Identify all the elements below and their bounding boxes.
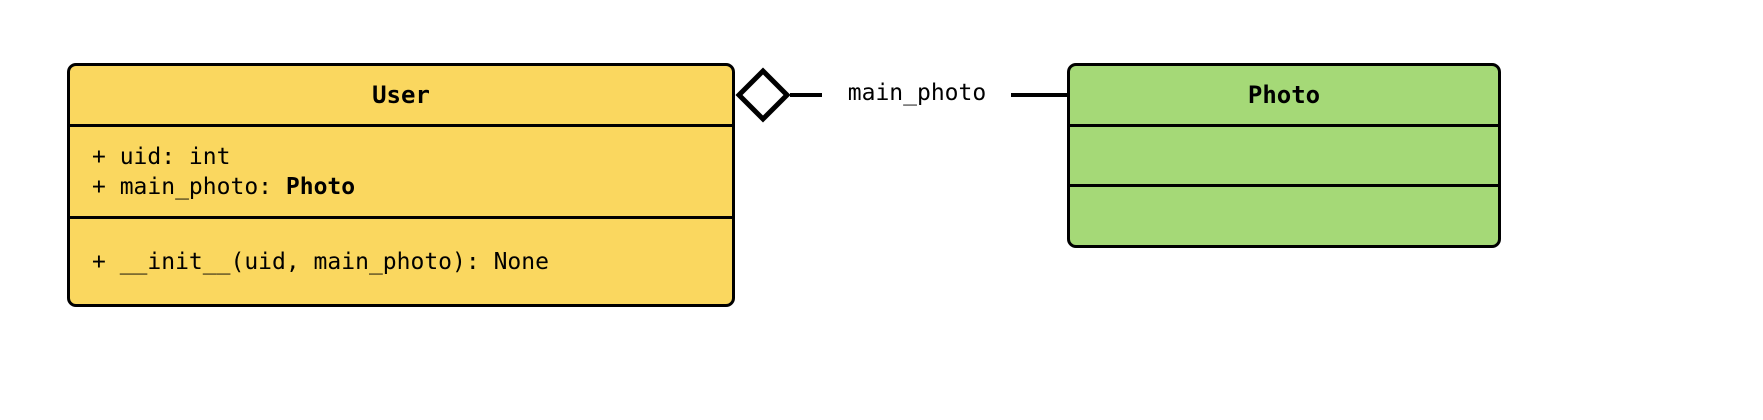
uml-attribute-main-photo-type: Photo <box>285 173 356 200</box>
uml-attribute-uid: + uid: int <box>92 143 231 170</box>
uml-class-photo-title: Photo <box>1247 81 1321 109</box>
uml-class-user-title: User <box>372 81 430 109</box>
uml-class-photo[interactable]: Photo <box>1067 63 1501 248</box>
uml-method-init: + __init__(uid, main_photo): None <box>92 248 549 275</box>
aggregation-diamond-icon <box>735 67 791 123</box>
uml-class-photo-methods <box>1070 184 1498 245</box>
uml-class-user-attributes: + uid: int + main_photo: Photo <box>70 124 732 216</box>
uml-class-user-methods: + __init__(uid, main_photo): None <box>70 216 732 304</box>
uml-class-photo-attributes <box>1070 124 1498 184</box>
association-label: main_photo <box>822 78 1012 108</box>
association-line-right <box>1011 93 1069 97</box>
uml-attribute-main-photo-prefix: + main_photo: <box>92 173 286 200</box>
uml-class-user[interactable]: User + uid: int + main_photo: Photo + __… <box>67 63 735 307</box>
association-line-left <box>790 93 822 97</box>
uml-attribute-main-photo: + main_photo: Photo <box>92 172 732 202</box>
